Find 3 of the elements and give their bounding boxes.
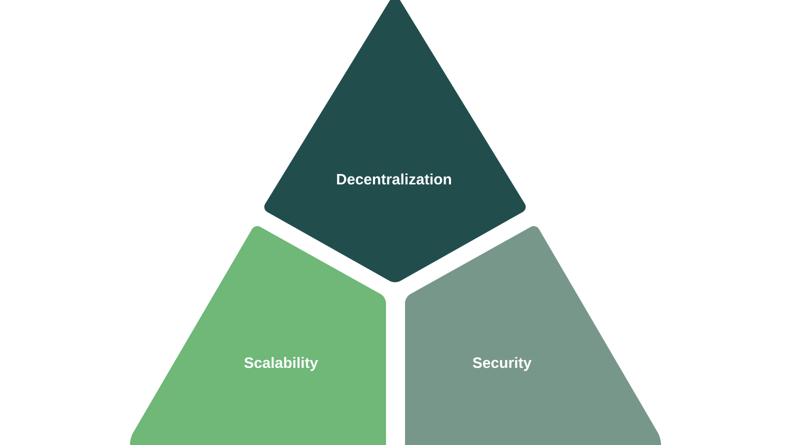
triangle-segment: Decentralization bbox=[264, 0, 526, 282]
triangle-segment: Scalability bbox=[130, 226, 386, 445]
triangle-segment: Security bbox=[405, 226, 661, 445]
